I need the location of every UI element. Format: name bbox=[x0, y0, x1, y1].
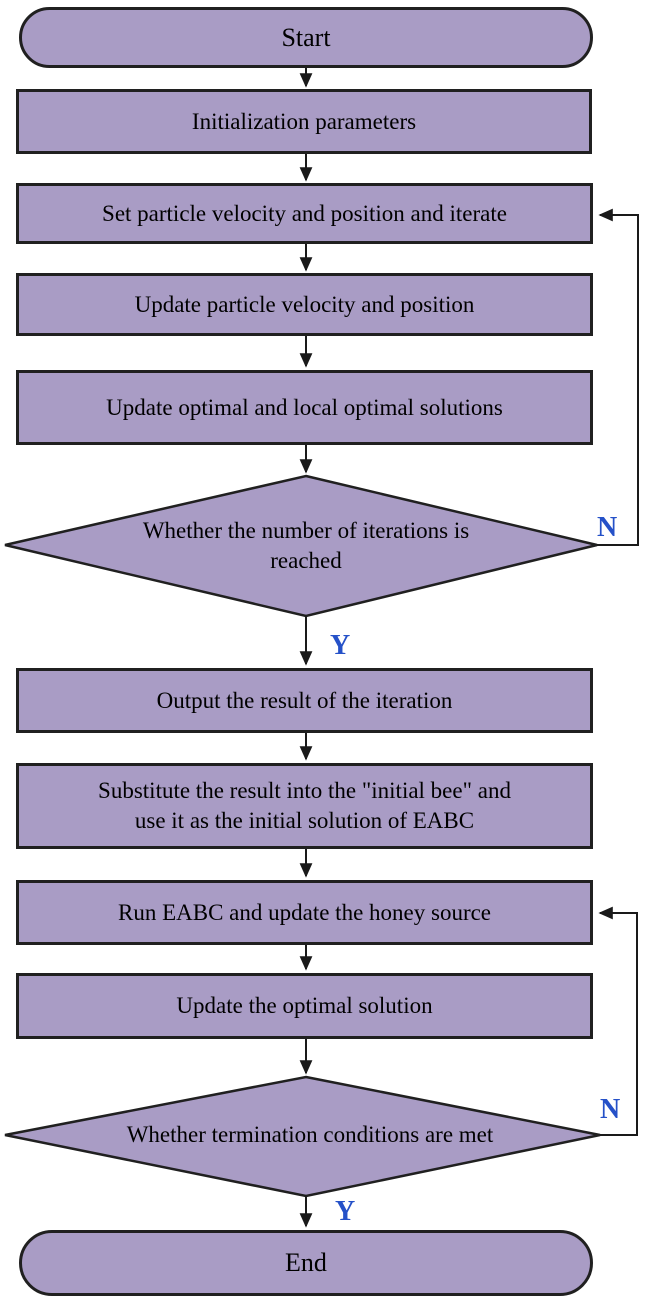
label-yes-termination: Y bbox=[335, 1196, 356, 1227]
node-run-eabc: Run EABC and update the honey source bbox=[16, 880, 593, 945]
node-start: Start bbox=[19, 7, 593, 68]
label-no-termination: N bbox=[600, 1094, 621, 1125]
node-end: End bbox=[19, 1230, 593, 1296]
node-update-optimal-local-solutions: Update optimal and local optimal solutio… bbox=[16, 370, 593, 445]
loop-no-iterations bbox=[597, 208, 639, 546]
node-update-optimal-solution: Update the optimal solution bbox=[16, 973, 593, 1039]
label-yes-iterations: Y bbox=[330, 630, 351, 661]
decision-iterations-label: Whether the number of iterations is reac… bbox=[142, 518, 470, 573]
node-update-particle-velocity: Update particle velocity and position bbox=[16, 273, 593, 336]
node-set-particle-velocity: Set particle velocity and position and i… bbox=[16, 183, 593, 244]
loop-no-termination bbox=[598, 906, 638, 1136]
node-substitute-result: Substitute the result into the "initial … bbox=[16, 763, 593, 849]
node-output-result: Output the result of the iteration bbox=[16, 668, 593, 733]
decision-termination-label: Whether termination conditions are met bbox=[126, 1122, 494, 1147]
node-initialization-parameters: Initialization parameters bbox=[16, 89, 592, 154]
label-no-iterations: N bbox=[597, 512, 618, 543]
